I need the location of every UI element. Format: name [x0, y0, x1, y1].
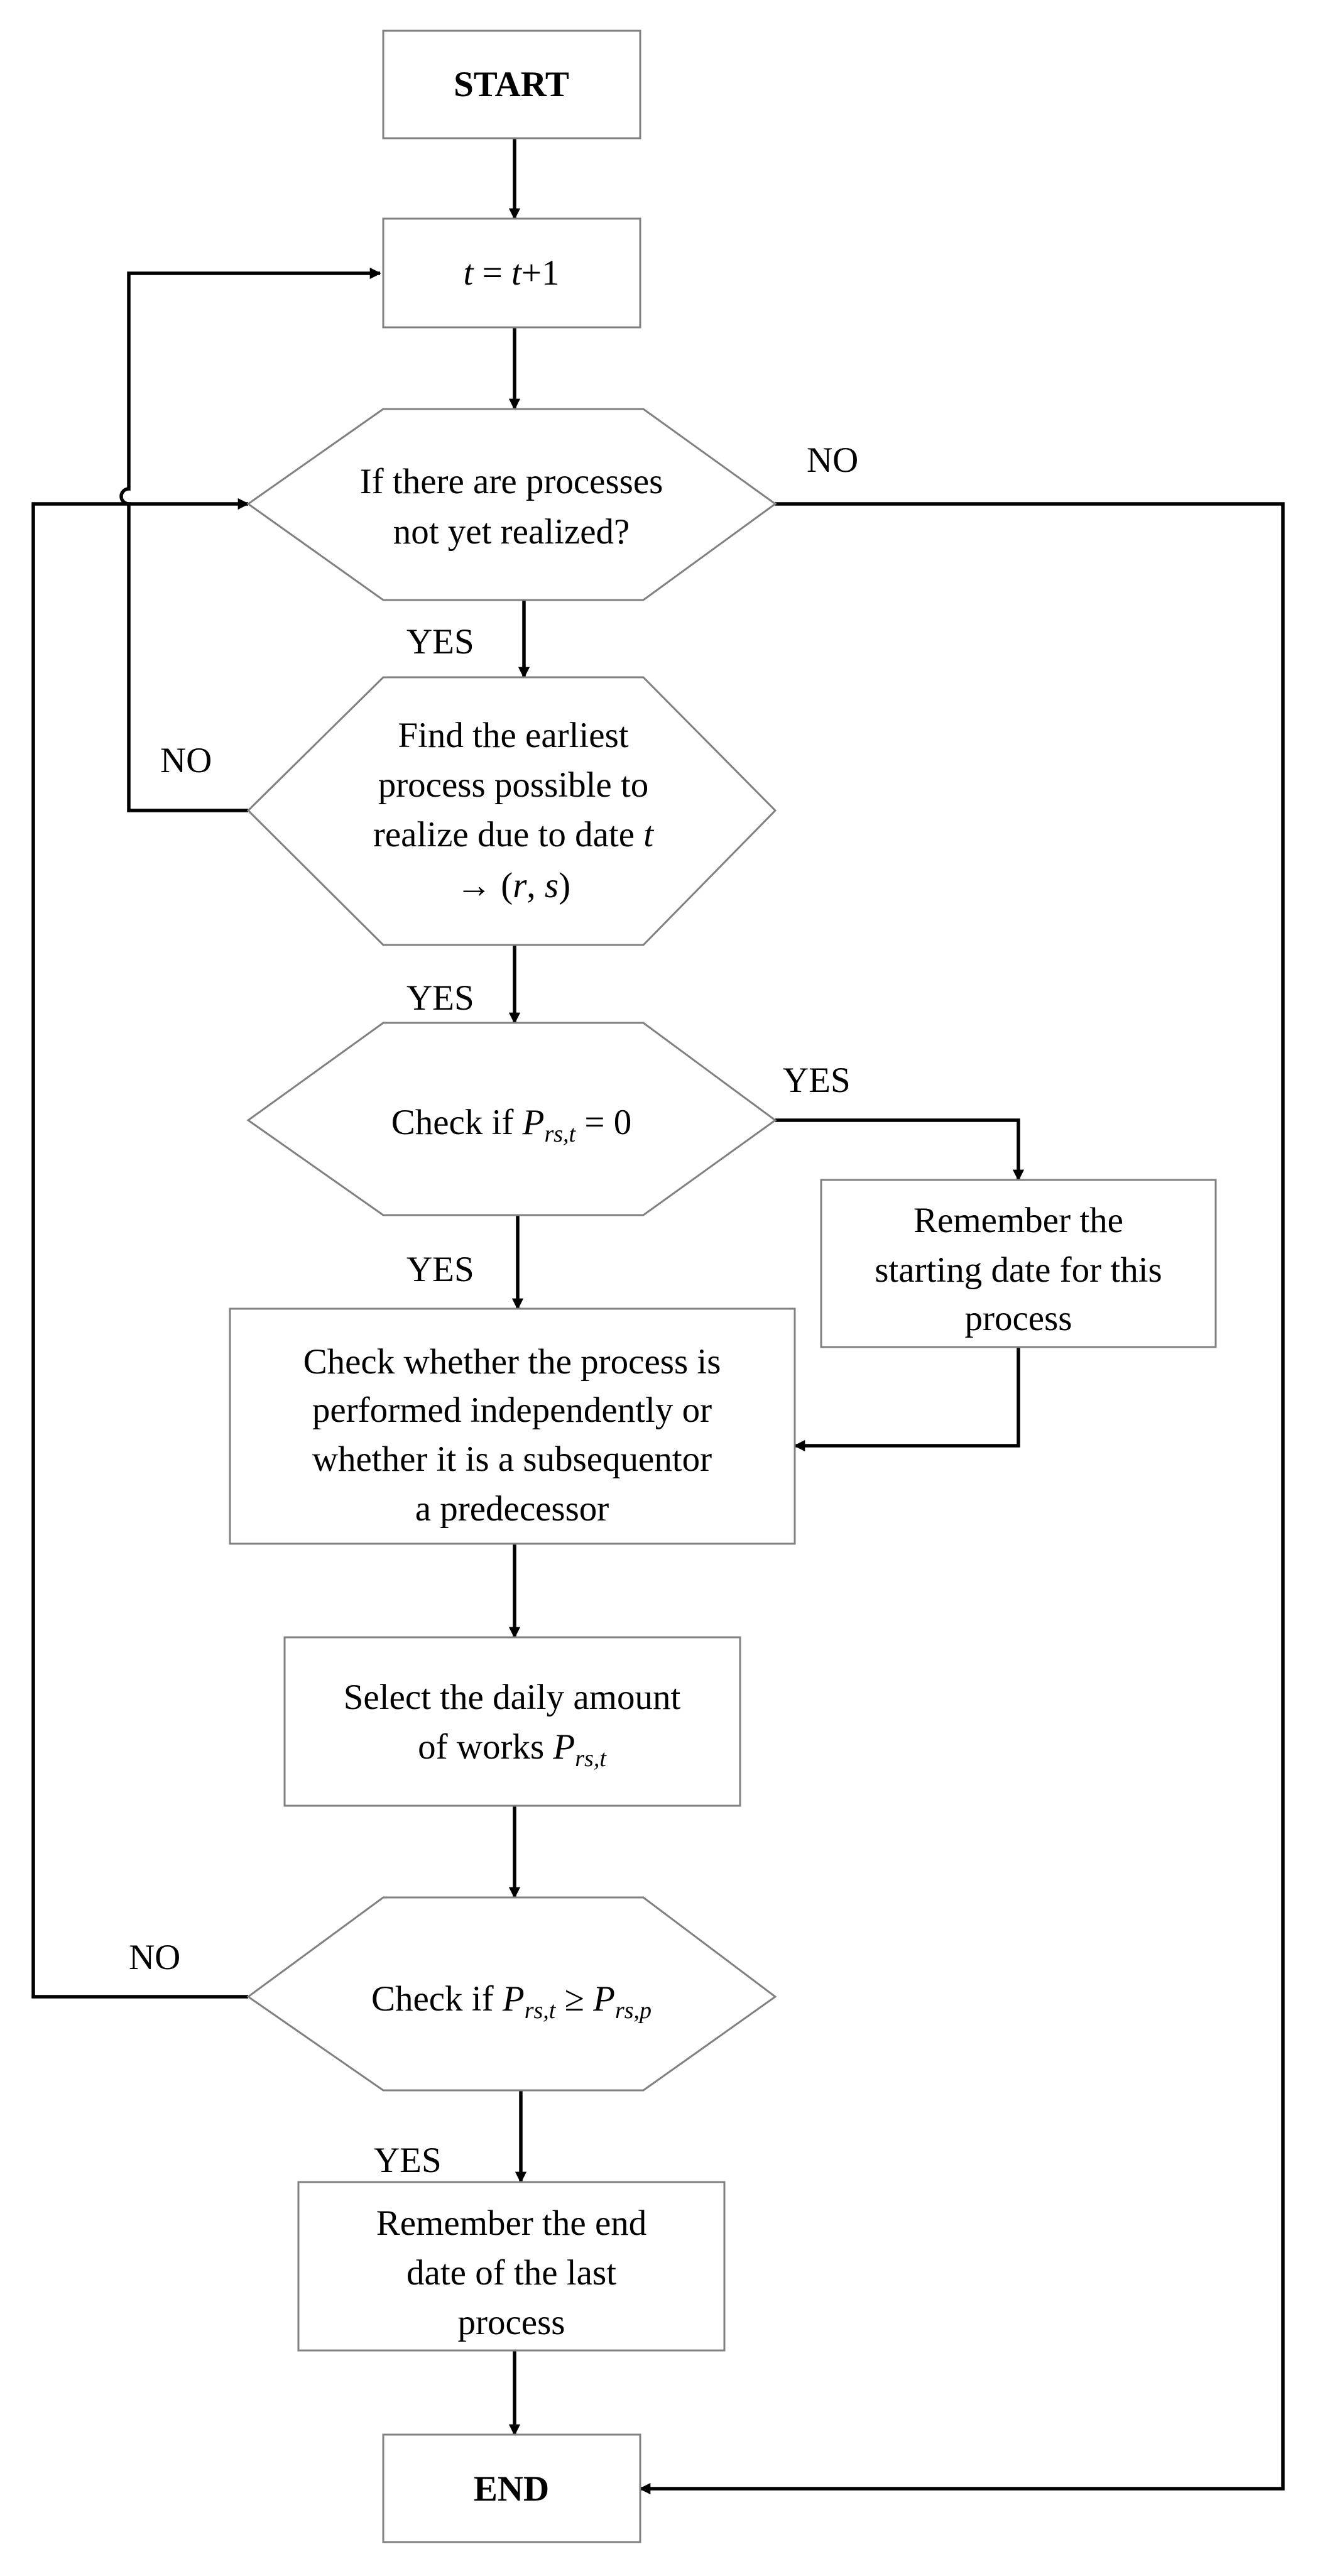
remember-end-line-3: process — [458, 2303, 565, 2342]
arrow-remember-start-to-check-independent — [793, 1347, 1020, 1452]
increment-label: t = t+1 — [464, 253, 560, 293]
check-independent-line-4: a predecessor — [415, 1489, 609, 1529]
edge-label-yes-check-zero-down: YES — [406, 1250, 474, 1289]
check-independent-node: Check whether the process is performed i… — [229, 1307, 796, 1545]
find-earliest-decision: Find the earliest process possible to re… — [246, 676, 777, 946]
check-remaining-line-1: If there are processes — [360, 462, 663, 501]
end-node: END — [382, 2433, 641, 2543]
check-zero-label: Check if Prs,t = 0 — [391, 1103, 632, 1147]
find-earliest-line-2: process possible to — [378, 765, 649, 805]
edge-label-yes-find: YES — [406, 978, 474, 1018]
arrow-loop-to-check-remaining — [31, 498, 249, 1999]
check-remaining-decision: If there are processes not yet realized? — [246, 408, 777, 601]
start-node: START — [382, 30, 641, 139]
remember-start-line-1: Remember the — [913, 1201, 1123, 1240]
remember-end-line-2: date of the last — [406, 2253, 616, 2293]
remember-end-line-1: Remember the end — [376, 2203, 647, 2243]
remember-start-node: Remember the starting date for this proc… — [820, 1179, 1217, 1348]
check-remaining-line-2: not yet realized? — [393, 512, 630, 552]
select-amount-line-2: of works Prs,t — [418, 1727, 607, 1772]
find-earliest-line-1: Find the earliest — [398, 716, 628, 755]
edge-label-yes-check-zero-right: YES — [783, 1061, 851, 1100]
remember-start-line-2: starting date for this — [875, 1250, 1162, 1290]
edge-label-no-remaining: NO — [807, 440, 858, 480]
edge-label-no-find: NO — [160, 741, 212, 780]
check-zero-decision: Check if Prs,t = 0 — [246, 1022, 777, 1216]
select-amount-line-1: Select the daily amount — [344, 1678, 681, 1717]
arrow-check-zero-yes-to-remember-start — [775, 1118, 1025, 1181]
arrow-check-remaining-no-to-end — [639, 502, 1285, 2495]
check-independent-line-2: performed independently or — [312, 1390, 712, 1430]
check-total-label: Check if Prs,t ≥ Prs,p — [371, 1979, 652, 2024]
edge-label-yes-check-total: YES — [374, 2141, 442, 2180]
check-independent-line-1: Check whether the process is — [303, 1342, 721, 1382]
check-total-decision: Check if Prs,t ≥ Prs,p — [246, 1896, 777, 2092]
end-label: END — [474, 2469, 549, 2509]
select-amount-node: Select the daily amount of works Prs,t — [283, 1636, 741, 1807]
start-label: START — [454, 65, 569, 104]
edge-label-no-check-total: NO — [129, 1938, 180, 1977]
find-earliest-line-3: realize due to date t — [373, 815, 654, 854]
increment-node: t = t+1 — [382, 217, 641, 329]
find-earliest-line-4: → (r, s) — [456, 866, 570, 905]
edge-label-yes-remaining: YES — [406, 622, 474, 662]
remember-start-line-3: process — [965, 1299, 1072, 1338]
remember-end-node: Remember the end date of the last proces… — [297, 2181, 726, 2352]
check-independent-line-3: whether it is a subsequentor — [312, 1439, 712, 1479]
